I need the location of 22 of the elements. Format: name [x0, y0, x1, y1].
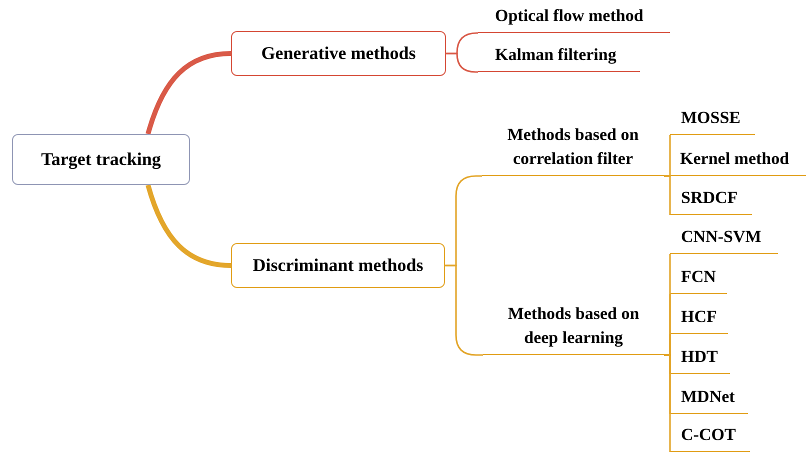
branch-label: HCF — [670, 304, 728, 334]
branch-label: Methods based on deep learning — [483, 299, 664, 355]
branch-label: Optical flow method — [478, 3, 670, 33]
topic-box: Generative methods — [231, 31, 446, 76]
branch-line — [445, 264, 483, 356]
branch-label: SRDCF — [670, 185, 752, 215]
branch-label: Methods based on correlation filter — [482, 120, 664, 176]
branch-label: MOSSE — [670, 105, 755, 135]
branch-label: Kalman filtering — [478, 42, 640, 72]
branch-line — [146, 51, 232, 135]
branch-line — [664, 175, 671, 216]
branch-label: CNN-SVM — [670, 224, 778, 254]
branch-line — [446, 52, 478, 73]
topic-box: Target tracking — [12, 134, 190, 185]
branch-line — [664, 354, 671, 453]
topic-box: Discriminant methods — [231, 243, 445, 288]
branch-label: HDT — [670, 344, 730, 374]
branch-line — [146, 184, 232, 268]
branch-label: FCN — [670, 264, 727, 294]
branch-label: C-COT — [670, 422, 750, 452]
branch-label: Kernel method — [670, 146, 806, 176]
branch-label: MDNet — [670, 384, 748, 414]
